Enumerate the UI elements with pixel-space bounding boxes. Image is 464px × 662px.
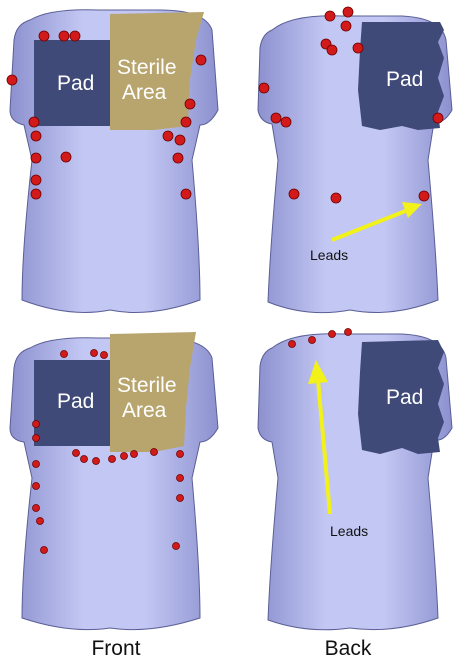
electrode: [131, 451, 138, 458]
electrode: [101, 352, 108, 359]
panel-front-top: Pad Sterile Area: [0, 0, 232, 320]
electrode: [61, 351, 68, 358]
electrode: [325, 11, 335, 21]
electrode: [173, 543, 180, 550]
electrode: [163, 131, 173, 141]
electrode: [39, 31, 49, 41]
panel-back-bottom: Pad Leads: [232, 328, 464, 648]
pad-label-back-bottom: Pad: [386, 386, 423, 409]
electrode: [181, 117, 191, 127]
electrode: [177, 495, 184, 502]
electrode: [33, 483, 40, 490]
electrode: [419, 191, 429, 201]
panel-back-top: Pad Leads: [232, 0, 464, 320]
electrode: [329, 331, 336, 338]
electrode: [353, 43, 363, 53]
panel-front-bottom: Pad Sterile Area: [0, 328, 232, 648]
sterile-label-line1-front-bottom: Sterile: [117, 374, 177, 397]
electrode: [7, 75, 17, 85]
torso-back-top-svg: Pad Leads: [232, 0, 464, 320]
electrode: [37, 518, 44, 525]
electrode: [175, 135, 185, 145]
leads-label-back-top: Leads: [310, 247, 348, 263]
sterile-label-line2-front-bottom: Area: [122, 399, 167, 422]
electrode: [93, 458, 100, 465]
electrode: [59, 31, 69, 41]
electrode: [259, 83, 269, 93]
electrode: [31, 175, 41, 185]
electrode: [121, 453, 128, 460]
sterile-label-line2-front-top: Area: [122, 81, 167, 104]
electrode: [91, 350, 98, 357]
electrode: [61, 152, 71, 162]
electrode: [343, 7, 353, 17]
electrode: [29, 117, 39, 127]
electrode: [31, 153, 41, 163]
electrode: [31, 189, 41, 199]
electrode: [289, 341, 296, 348]
torso-back-bottom-svg: Pad Leads: [232, 328, 464, 648]
electrode: [81, 456, 88, 463]
electrode: [271, 113, 281, 123]
electrode: [33, 421, 40, 428]
electrode: [196, 55, 206, 65]
caption-back: Back: [232, 637, 464, 661]
electrode: [341, 21, 351, 31]
electrode: [345, 329, 352, 336]
electrode: [331, 193, 341, 203]
electrode: [309, 337, 316, 344]
leads-label-back-bottom: Leads: [330, 523, 368, 539]
sterile-label-line1-front-top: Sterile: [117, 56, 177, 79]
pad-label-back-top: Pad: [386, 68, 423, 91]
electrode: [31, 131, 41, 141]
electrode: [151, 449, 158, 456]
electrode: [33, 435, 40, 442]
electrode: [70, 31, 80, 41]
electrode: [173, 153, 183, 163]
electrode: [177, 451, 184, 458]
electrode: [73, 450, 80, 457]
electrode: [41, 547, 48, 554]
electrode: [327, 45, 337, 55]
caption-front: Front: [0, 637, 232, 661]
electrode: [181, 189, 191, 199]
electrode: [177, 475, 184, 482]
electrode: [185, 99, 195, 109]
pad-label-front-bottom: Pad: [57, 390, 94, 413]
electrode: [281, 117, 291, 127]
electrode: [109, 456, 116, 463]
electrode: [33, 505, 40, 512]
electrode: [433, 113, 443, 123]
pad-label-front-top: Pad: [57, 72, 94, 95]
electrode: [289, 189, 299, 199]
torso-front-top-svg: Pad Sterile Area: [0, 0, 232, 320]
torso-front-bottom-svg: Pad Sterile Area: [0, 328, 232, 648]
electrode: [33, 461, 40, 468]
